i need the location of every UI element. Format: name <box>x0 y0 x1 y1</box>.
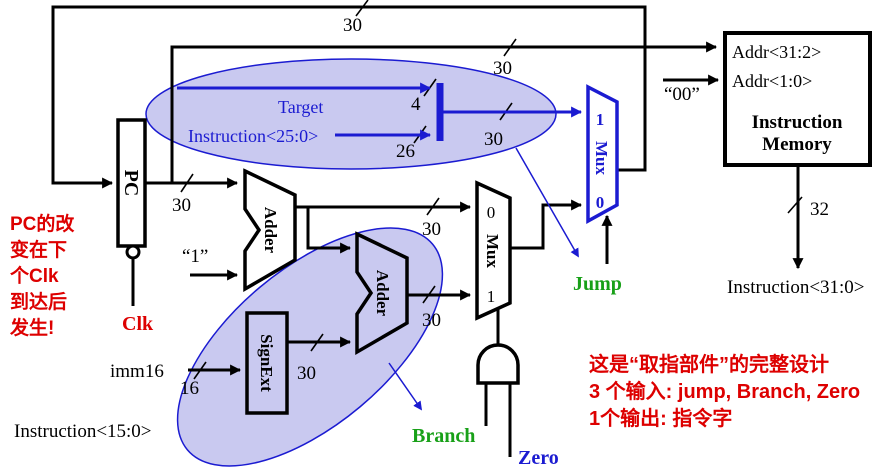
const-00-label: “00” <box>664 84 700 105</box>
pc-source-mux <box>475 180 512 321</box>
bus-30-adderbranch-out: 30 <box>422 310 441 331</box>
jump-label: Jump <box>573 273 622 295</box>
pc-mux-in1: 1 <box>487 287 496 306</box>
wire-pcmux-to-jumpmux0 <box>510 199 583 250</box>
adder-branch <box>355 231 409 356</box>
jump-mux-in0: 0 <box>596 193 605 212</box>
bus-16: 16 <box>180 378 199 399</box>
adder-branch-label: Adder <box>373 270 392 317</box>
bus-30-jump-target: 30 <box>484 129 503 150</box>
pc-change-note-line3: 个Clk <box>9 265 59 287</box>
instr-31-0-label: Instruction<31:0> <box>727 277 865 298</box>
adder-pc-plus-1 <box>243 168 297 293</box>
wire-nextpc-feedback <box>51 5 647 189</box>
target-label: Target <box>278 97 323 117</box>
clk-bubble <box>125 244 141 260</box>
pc-mux-label: Mux <box>483 234 502 269</box>
bus-26: 26 <box>396 141 415 162</box>
bus-30-feedback: 30 <box>343 15 362 36</box>
bus-4: 4 <box>411 94 421 115</box>
clk-label: Clk <box>122 313 154 335</box>
wire-pcplus1-to-adderbranch <box>306 207 352 254</box>
leader-to-jump <box>515 147 579 258</box>
branch-adder-highlight-ellipse <box>176 227 444 467</box>
wire-pc-to-imem <box>170 41 718 183</box>
leader-to-branch <box>388 362 423 411</box>
pc-change-note: PC的改 变在下 个Clk 到达后 发生! <box>9 212 75 339</box>
jump-mux-label: Mux <box>592 141 611 176</box>
signext-label: SignExt <box>257 334 276 392</box>
bus-width-slashes <box>180 0 803 380</box>
bus-30-pc-out: 30 <box>172 195 191 216</box>
adder-pc-label: Adder <box>261 207 280 254</box>
jump-mux-in1: 1 <box>596 110 605 129</box>
bus-30-adderpc-out: 30 <box>422 219 441 240</box>
imem-addr-hi: Addr<31:2> <box>732 42 821 62</box>
design-summary-line2: 3 个输入: jump, Branch, Zero <box>589 379 860 403</box>
pc-change-note-line4: 到达后 <box>10 290 67 313</box>
imem-name-line1: Instruction <box>752 112 843 133</box>
design-summary-line3: 1个输出: 指令字 <box>589 406 732 430</box>
instr-15-0-label: Instruction<15:0> <box>14 421 152 442</box>
imm16-label: imm16 <box>110 361 164 382</box>
pc-label: PC <box>120 170 142 197</box>
instruction-memory <box>723 31 872 167</box>
imem-addr-lo: Addr<1:0> <box>732 71 812 91</box>
branch-label: Branch <box>412 425 475 447</box>
bus-30-signext-out: 30 <box>297 363 316 384</box>
design-summary-line1: 这是“取指部件”的完整设计 <box>589 352 829 376</box>
jump-mux <box>586 84 619 224</box>
pc-change-note-line1: PC的改 <box>10 212 75 235</box>
instr-25-0-label: Instruction<25:0> <box>188 126 318 146</box>
signext-box <box>245 311 289 415</box>
pc-change-note-line2: 变在下 <box>10 238 67 261</box>
zero-label: Zero <box>518 447 559 469</box>
bus-32: 32 <box>810 199 829 220</box>
and-gate <box>476 343 520 385</box>
pc-mux-in0: 0 <box>487 203 496 222</box>
design-summary-note: 这是“取指部件”的完整设计 3 个输入: jump, Branch, Zero … <box>589 352 860 430</box>
pc-change-note-line5: 发生! <box>9 316 54 339</box>
imem-name-line2: Memory <box>762 134 832 155</box>
const-one-label: “1” <box>182 246 208 267</box>
bus-30-pc-imem: 30 <box>493 58 512 79</box>
